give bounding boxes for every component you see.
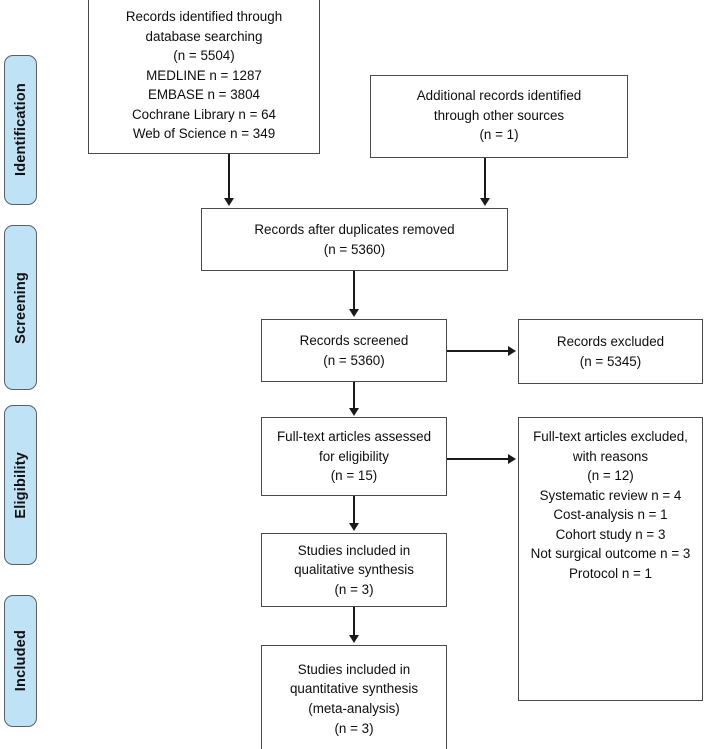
stage-tab-included-label: Included — [12, 630, 29, 692]
box-quantitative-synthesis: Studies included in quantitative synthes… — [261, 645, 447, 749]
box-records-identified-text: Records identified through database sear… — [125, 9, 283, 142]
arrowhead-additional-to-duplicates — [480, 198, 490, 206]
arrowhead-fulltext-to-qualitative — [349, 523, 359, 531]
connector-qualitative-to-quantitative — [353, 607, 355, 637]
connector-duplicates-to-screened — [353, 271, 355, 311]
box-records-excluded-text: Records excluded (n = 5345) — [556, 333, 665, 369]
box-duplicates-removed-text: Records after duplicates removed (n = 53… — [254, 221, 455, 257]
stage-tab-eligibility-label: Eligibility — [12, 451, 29, 519]
arrowhead-fulltext-to-excluded — [508, 454, 516, 464]
arrowhead-identified-to-duplicates — [224, 198, 234, 206]
box-additional-records-text: Additional records identified through ot… — [416, 88, 582, 143]
box-records-excluded: Records excluded (n = 5345) — [518, 319, 703, 384]
box-duplicates-removed: Records after duplicates removed (n = 53… — [201, 208, 508, 271]
stage-tab-screening: Screening — [4, 225, 37, 390]
connector-additional-to-duplicates — [484, 158, 486, 200]
arrowhead-duplicates-to-screened — [349, 309, 359, 317]
box-additional-records: Additional records identified through ot… — [370, 75, 628, 158]
arrowhead-screened-to-excluded — [508, 346, 516, 356]
arrowhead-screened-to-fulltext — [349, 408, 359, 416]
box-qualitative-synthesis: Studies included in qualitative synthesi… — [261, 533, 447, 607]
connector-identified-to-duplicates — [228, 154, 230, 200]
stage-tab-identification: Identification — [4, 55, 37, 205]
stage-tab-included: Included — [4, 595, 37, 727]
connector-screened-to-fulltext — [353, 382, 355, 410]
arrowhead-qualitative-to-quantitative — [349, 635, 359, 643]
box-quantitative-synthesis-text: Studies included in quantitative synthes… — [289, 661, 419, 736]
box-qualitative-synthesis-text: Studies included in qualitative synthesi… — [294, 542, 414, 597]
connector-screened-to-excluded — [447, 350, 509, 352]
box-records-identified: Records identified through database sear… — [88, 0, 320, 154]
connector-fulltext-to-qualitative — [353, 496, 355, 525]
box-fulltext-excluded-text: Full-text articles excluded, with reason… — [530, 429, 691, 581]
box-records-screened-text: Records screened (n = 5360) — [299, 332, 409, 368]
box-fulltext-excluded: Full-text articles excluded, with reason… — [518, 417, 703, 701]
stage-tab-identification-label: Identification — [12, 83, 29, 177]
box-fulltext-assessed-text: Full-text articles assessed for eligibil… — [276, 429, 432, 484]
stage-tab-screening-label: Screening — [12, 271, 29, 344]
box-fulltext-assessed: Full-text articles assessed for eligibil… — [261, 417, 447, 496]
box-records-screened: Records screened (n = 5360) — [261, 319, 447, 382]
connector-fulltext-to-excluded — [447, 458, 509, 460]
stage-tab-eligibility: Eligibility — [4, 405, 37, 565]
